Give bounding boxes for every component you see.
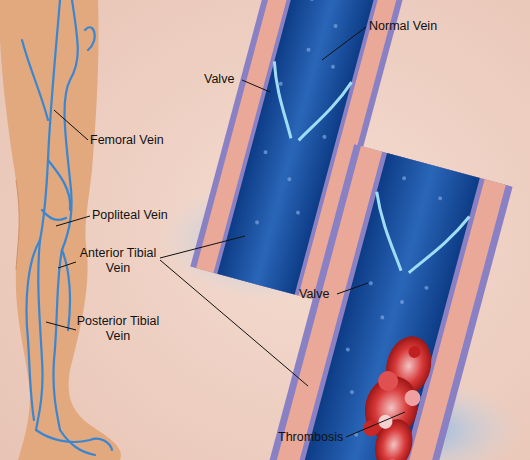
part-label: Valve [299,287,329,302]
part-label: Posterior Tibial Vein [76,314,160,344]
part-label: Thrombosis [278,430,343,445]
part-label: Valve [204,72,234,87]
part-label: Femoral Vein [90,133,164,148]
part-label: Normal Vein [369,19,437,34]
part-label: Popliteal Vein [92,208,168,223]
part-label: Anterior Tibial Vein [76,246,160,276]
